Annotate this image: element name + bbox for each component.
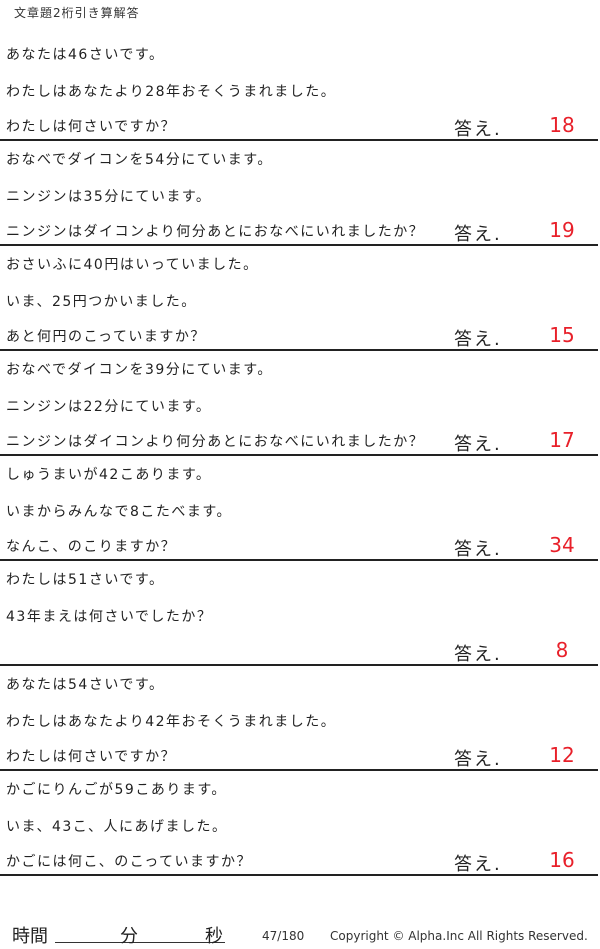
problem-block: あなたは46さいです。わたしはあなたより28年おそくうまれました。わたしは何さい…	[0, 36, 598, 141]
problem-line: かごにりんごが59こあります。	[6, 782, 227, 798]
answer-label: 答え.	[454, 539, 502, 560]
problem-line: わたしは何さいですか？	[6, 119, 177, 135]
problem-line: ニンジンは22分にています。	[6, 399, 212, 415]
answer-label: 答え.	[454, 119, 502, 140]
problem-line: あと何円のこっていますか？	[6, 329, 206, 345]
problem-line: わたしはあなたより42年おそくうまれました。	[6, 714, 337, 730]
time-entry-line	[55, 942, 225, 943]
problem-block: おなべでダイコンを39分にています。ニンジンは22分にています。ニンジンはダイコ…	[0, 351, 598, 456]
answer-label: 答え.	[454, 854, 502, 875]
problem-line: わたしは51さいです。	[6, 572, 165, 588]
answer-value: 15	[549, 323, 575, 347]
footer: 時間 分 秒 47/180 Copyright © Alpha.Inc All …	[0, 922, 600, 949]
problem-block: わたしは51さいです。 43年まえは何さいでしたか？ 答え. 8	[0, 561, 598, 666]
problem-line: おさいふに40円はいっていました。	[6, 257, 259, 273]
problem-block: おなべでダイコンを54分にています。ニンジンは35分にています。ニンジンはダイコ…	[0, 141, 598, 246]
answer-label: 答え.	[454, 749, 502, 770]
problem-line: わたしはあなたより28年おそくうまれました。	[6, 84, 337, 100]
answer-value: 17	[549, 428, 575, 452]
time-label: 時間	[12, 926, 48, 947]
problem-line: あなたは46さいです。	[6, 47, 165, 63]
problem-line: 43年まえは何さいでしたか？	[6, 609, 213, 625]
answer-value: 18	[549, 113, 575, 137]
problem-line: かごには何こ、のこっていますか？	[6, 854, 253, 870]
problem-line: いま、43こ、人にあげました。	[6, 819, 228, 835]
problem-block: あなたは54さいです。わたしはあなたより42年おそくうまれました。わたしは何さい…	[0, 666, 598, 771]
problem-line: わたしは何さいですか？	[6, 749, 177, 765]
problem-line: なんこ、のこりますか？	[6, 539, 177, 555]
problem-block: しゅうまいが42こあります。いまからみんなで8こたべます。なんこ、のこりますか？…	[0, 456, 598, 561]
problem-line: おなべでダイコンを54分にています。	[6, 152, 273, 168]
answer-value: 34	[549, 533, 575, 557]
problem-block: おさいふに40円はいっていました。いま、25円つかいました。あと何円のこっていま…	[0, 246, 598, 351]
problem-line: いまからみんなで8こたべます。	[6, 504, 233, 520]
answer-label: 答え.	[454, 224, 502, 245]
problem-line: いま、25円つかいました。	[6, 294, 197, 310]
answer-value: 16	[549, 848, 575, 872]
page-number: 47/180	[262, 929, 305, 943]
problem-line: ニンジンはダイコンより何分あとにおなべにいれましたか？	[6, 224, 425, 240]
worksheet-title: 文章題2桁引き算解答	[14, 6, 140, 20]
problem-line: ニンジンは35分にています。	[6, 189, 212, 205]
problem-line: あなたは54さいです。	[6, 677, 165, 693]
problem-line: ニンジンはダイコンより何分あとにおなべにいれましたか？	[6, 434, 425, 450]
problem-line: しゅうまいが42こあります。	[6, 467, 212, 483]
minutes-label: 分	[120, 926, 138, 947]
answer-label: 答え.	[454, 644, 502, 665]
answer-label: 答え.	[454, 434, 502, 455]
copyright: Copyright © Alpha.Inc All Rights Reserve…	[330, 929, 588, 943]
answer-value: 12	[549, 743, 575, 767]
answer-label: 答え.	[454, 329, 502, 350]
seconds-label: 秒	[205, 926, 223, 947]
answer-value: 8	[555, 638, 569, 662]
problem-line: おなべでダイコンを39分にています。	[6, 362, 273, 378]
problem-block: かごにりんごが59こあります。いま、43こ、人にあげました。かごには何こ、のこっ…	[0, 771, 598, 876]
answer-value: 19	[549, 218, 575, 242]
